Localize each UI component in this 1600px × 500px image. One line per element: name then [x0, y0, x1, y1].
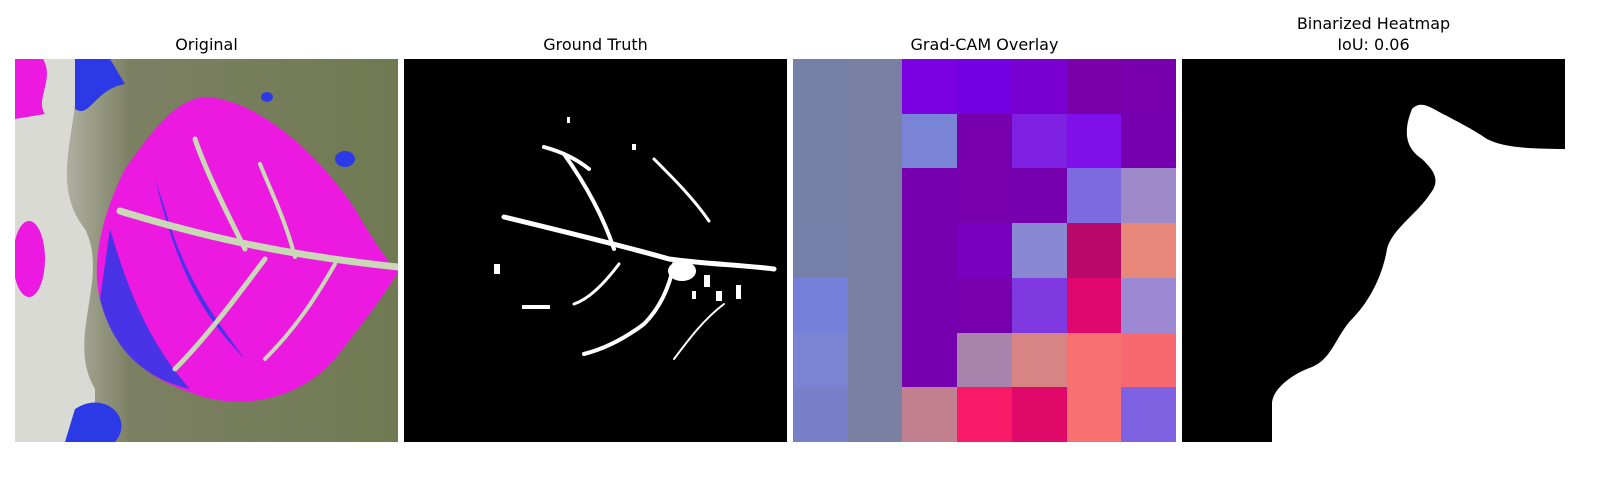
heatmap-cell	[1121, 332, 1176, 388]
left-pale-region	[15, 59, 95, 442]
gradcam-overlay-panel	[793, 59, 1176, 442]
ground-truth-title: Ground Truth	[543, 35, 648, 54]
heatmap-cell	[1066, 113, 1122, 169]
original-title: Original	[175, 35, 238, 54]
left-magenta-patch	[15, 59, 47, 119]
heatmap-cell	[1121, 113, 1176, 169]
ground-truth-mask	[404, 59, 787, 442]
heatmap-cell	[957, 59, 1012, 114]
heatmap-cell	[847, 59, 903, 114]
heatmap-cell	[847, 387, 903, 442]
heatmap-cell	[957, 332, 1012, 388]
vein-junction	[668, 261, 696, 281]
leaf-blue-shading	[100, 179, 245, 389]
binarized-heatmap-panel	[1182, 59, 1565, 442]
heatmap-cell	[1011, 387, 1067, 442]
heatmap-cell	[847, 168, 903, 224]
heatmap-cell	[847, 332, 903, 388]
heatmap-cell	[793, 387, 848, 442]
heatmap-cell	[902, 113, 958, 169]
iou-score-label: IoU: 0.06	[1337, 35, 1410, 54]
leaf-veins	[116, 136, 398, 372]
heatmap-cell	[902, 168, 958, 224]
right-blue-spot	[335, 151, 355, 167]
heatmap-cell	[847, 277, 903, 333]
leaf-image	[15, 59, 398, 442]
gradcam-overlay-title: Grad-CAM Overlay	[910, 35, 1059, 54]
binarized-foreground-region	[1272, 104, 1565, 442]
heatmap-cell	[1121, 168, 1176, 224]
heatmap-cell	[957, 113, 1012, 169]
heatmap-cell	[1011, 223, 1067, 278]
heatmap-cell	[847, 223, 903, 278]
heatmap-cell	[957, 277, 1012, 333]
original-image-panel	[15, 59, 398, 442]
heatmap-cell	[793, 223, 848, 278]
left-magenta-blob	[15, 221, 45, 297]
heatmap-cell	[1066, 59, 1122, 114]
binarized-heatmap-title-text: Binarized Heatmap	[1296, 14, 1451, 33]
heatmap-cell	[847, 113, 903, 169]
bottom-blue-patch	[65, 402, 122, 442]
heatmap-cell	[1011, 59, 1067, 114]
gradcam-heatmap-grid	[793, 59, 1176, 442]
heatmap-cell	[1066, 168, 1122, 224]
heatmap-cell	[793, 277, 848, 333]
binarized-mask	[1182, 59, 1565, 442]
ground-truth-panel	[404, 59, 787, 442]
heatmap-cell	[793, 113, 848, 169]
vein-segments	[501, 145, 777, 360]
heatmap-cell	[1066, 223, 1122, 278]
heatmap-cell	[793, 332, 848, 388]
vein-fragments	[494, 117, 741, 309]
heatmap-cell	[1011, 277, 1067, 333]
heatmap-cell	[1066, 277, 1122, 333]
left-blue-patch	[75, 59, 125, 112]
heatmap-cell	[1121, 277, 1176, 333]
heatmap-cell	[957, 387, 1012, 442]
heatmap-cell	[902, 59, 958, 114]
heatmap-cell	[1066, 387, 1122, 442]
heatmap-cell	[793, 168, 848, 224]
heatmap-cell	[957, 168, 1012, 224]
heatmap-cell	[902, 387, 958, 442]
heatmap-cell	[957, 223, 1012, 278]
heatmap-cell	[1121, 387, 1176, 442]
top-blue-spot	[261, 92, 273, 102]
heatmap-cell	[1011, 168, 1067, 224]
heatmap-cell	[1011, 113, 1067, 169]
heatmap-cell	[902, 223, 958, 278]
heatmap-cell	[1066, 332, 1122, 388]
heatmap-cell	[793, 59, 848, 114]
binarized-heatmap-title: Binarized Heatmap IoU: 0.06	[1182, 13, 1565, 55]
heatmap-cell	[902, 332, 958, 388]
heatmap-cell	[1121, 223, 1176, 278]
heatmap-cell	[902, 277, 958, 333]
heatmap-cell	[1011, 332, 1067, 388]
heatmap-cell	[1121, 59, 1176, 114]
